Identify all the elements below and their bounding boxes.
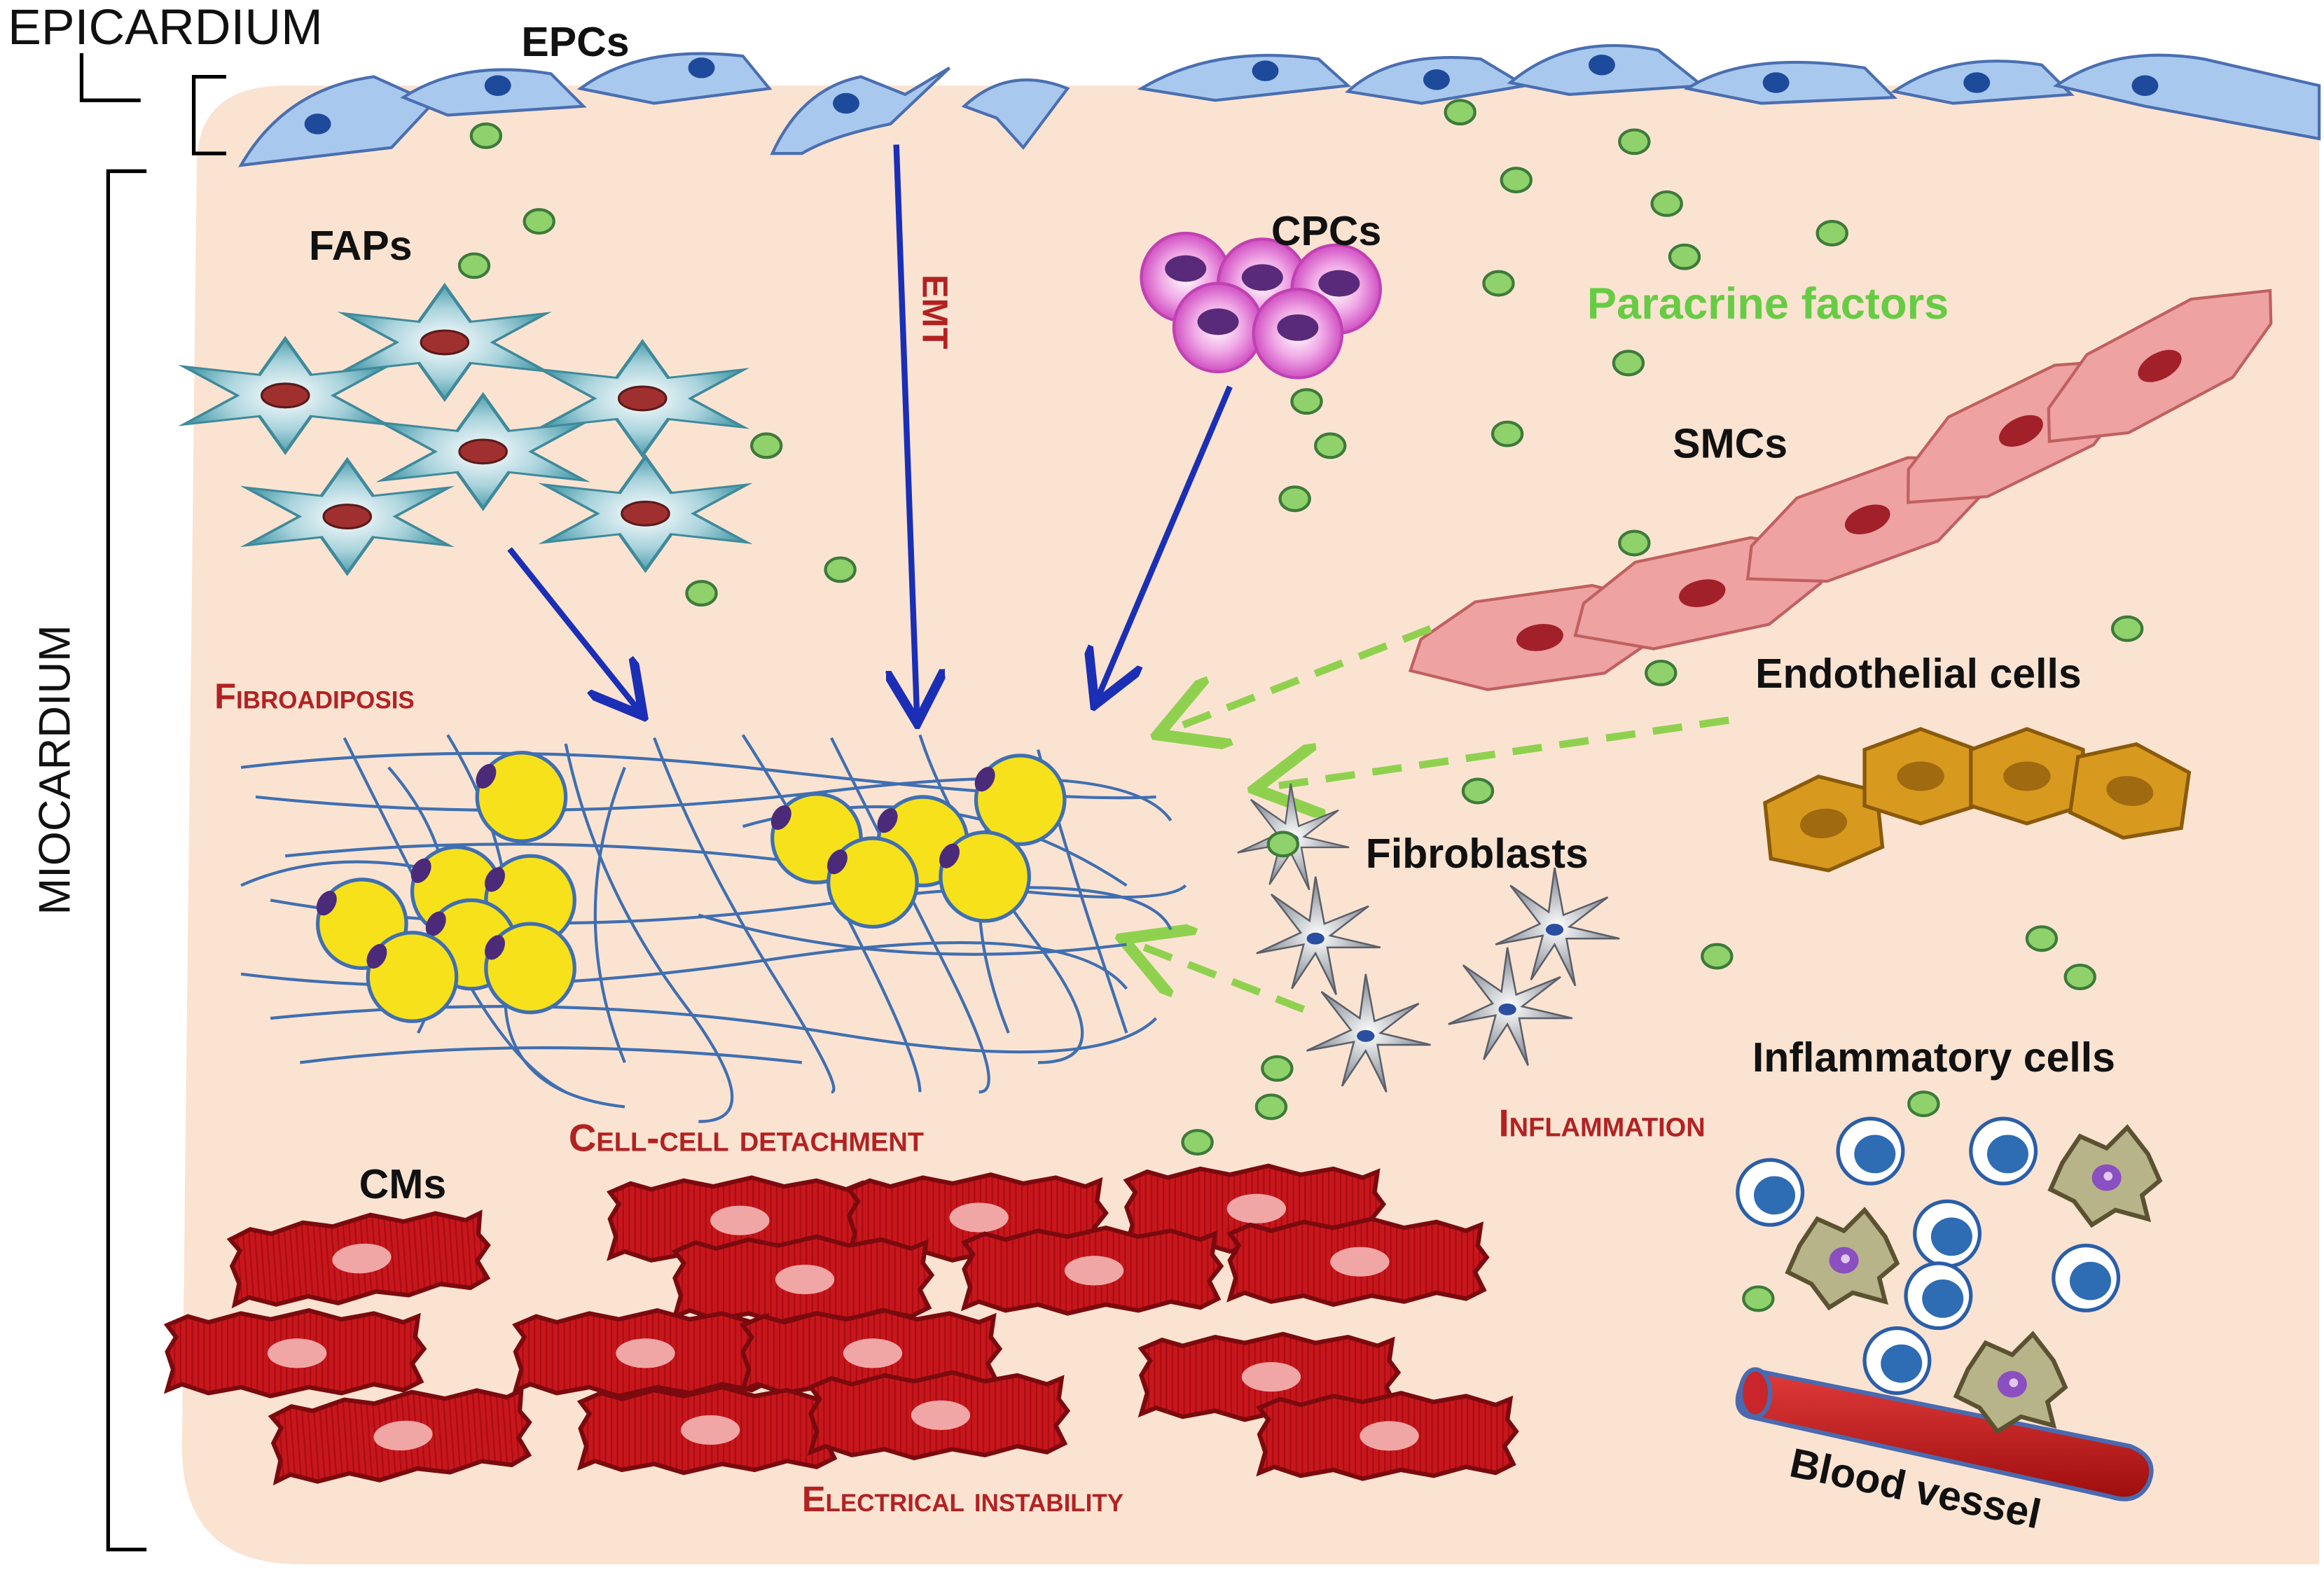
miocardium-bracket bbox=[106, 169, 147, 1552]
smcs-label: SMCs bbox=[1673, 420, 1787, 466]
epc-nuclei bbox=[304, 54, 2159, 134]
cpcs-label: CPCs bbox=[1271, 208, 1381, 254]
emt-arrow bbox=[897, 144, 918, 718]
cpcs-nuclei bbox=[1165, 255, 1360, 341]
epcs-label: EPCs bbox=[521, 19, 629, 65]
electrical-instability-label: Electrical instability bbox=[802, 1479, 1123, 1519]
smc-arrow bbox=[1165, 625, 1432, 733]
cell-detachment-label: Cell-cell detachment bbox=[569, 1116, 924, 1160]
fibroblasts-label: Fibroblasts bbox=[1366, 831, 1589, 877]
paracrine-label: Paracrine factors bbox=[1587, 279, 1949, 328]
blue-arrows bbox=[507, 144, 1233, 718]
cpcs-arrow bbox=[1097, 385, 1233, 700]
cms-label: CMs bbox=[359, 1161, 447, 1207]
green-arrows bbox=[1130, 625, 1729, 1013]
epicardium-bracket bbox=[79, 53, 226, 155]
endothelial-arrow bbox=[1262, 716, 1729, 788]
fibroadiposis-label: Fibroadiposis bbox=[214, 676, 415, 716]
emt-label: EMT bbox=[915, 275, 955, 349]
blood-vessel bbox=[1735, 1367, 2154, 1501]
fibroblast-arrow bbox=[1130, 941, 1306, 1013]
endothelial-label: Endothelial cells bbox=[1755, 651, 2082, 697]
epicardium-label: EPICARDIUM bbox=[8, 0, 323, 55]
faps-arrow bbox=[507, 547, 639, 712]
miocardium-label: MIOCARDIUM bbox=[31, 625, 80, 915]
epc-layer bbox=[238, 43, 2321, 167]
faps-label: FAPs bbox=[309, 223, 413, 269]
inflammatory-label: Inflammatory cells bbox=[1752, 1034, 2115, 1081]
inflammation-label: Inflammation bbox=[1498, 1102, 1705, 1145]
paracrine-dots bbox=[457, 99, 2144, 1312]
